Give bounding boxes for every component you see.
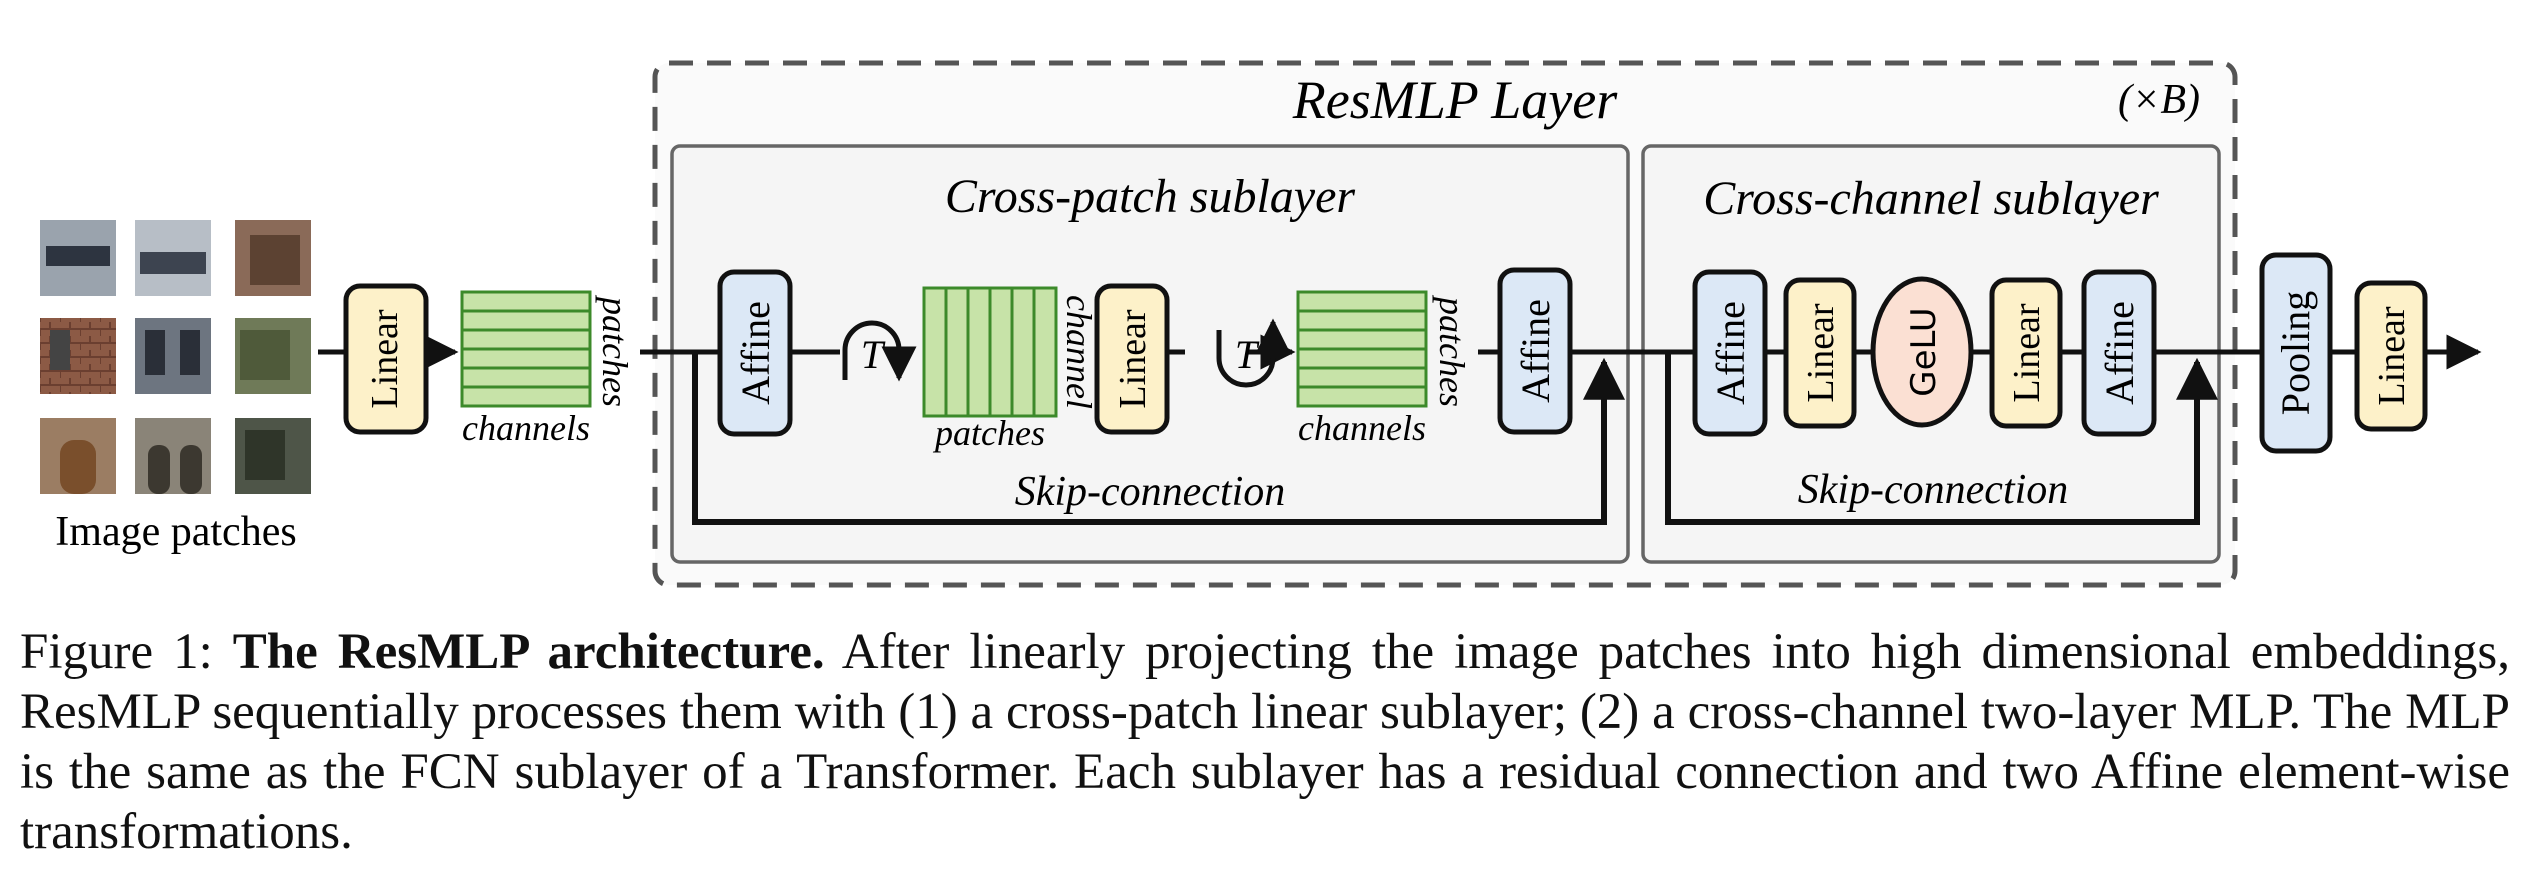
transpose-arrow-1 bbox=[842, 320, 917, 382]
axis-label-patches-2: patches bbox=[932, 413, 1045, 453]
layer-repeat-label: (×B) bbox=[2118, 77, 2200, 123]
transpose-symbol-1: T bbox=[861, 332, 886, 377]
linear-label-mlp-2: Linear bbox=[2006, 303, 2048, 403]
affine-block-1 bbox=[717, 269, 793, 437]
affine-label-4: Affine bbox=[2097, 301, 2142, 405]
caption-title: The ResMLP architecture. bbox=[232, 624, 825, 680]
skip-connection-cross-channel bbox=[1665, 352, 2218, 525]
axis-label-patches-1: patches bbox=[595, 294, 635, 407]
cross-patch-title: Cross-patch sublayer bbox=[945, 170, 1356, 223]
figure-caption: Figure 1: The ResMLP architecture. After… bbox=[20, 622, 2510, 862]
resmlp-layer-title: ResMLP Layer bbox=[1292, 70, 1618, 130]
linear-block-output bbox=[2354, 280, 2428, 432]
linear-block-cross-patch bbox=[1094, 283, 1170, 435]
axis-label-patches-3: patches bbox=[1432, 294, 1472, 407]
caption-body: After linearly projecting the image patc… bbox=[20, 624, 2510, 860]
pooling-block bbox=[2259, 252, 2333, 454]
cross-channel-title: Cross-channel sublayer bbox=[1703, 172, 2159, 225]
caption-prefix: Figure 1: bbox=[20, 624, 233, 680]
affine-label-2: Affine bbox=[1513, 299, 1558, 403]
image-patches-label: Image patches bbox=[55, 509, 296, 555]
affine-label-3: Affine bbox=[1708, 301, 1753, 405]
skip-connection-cross-patch bbox=[692, 352, 1625, 525]
linear-block-input bbox=[343, 283, 429, 435]
gelu-label: GeLU bbox=[1904, 307, 1944, 396]
axis-label-channel-2: channel bbox=[1059, 295, 1099, 409]
pooling-label: Pooling bbox=[2273, 291, 2318, 415]
linear-label-input: Linear bbox=[364, 309, 406, 409]
image-patches bbox=[40, 220, 311, 494]
transpose-symbol-2: T bbox=[1235, 332, 1260, 377]
axis-label-channels-1: channels bbox=[462, 408, 590, 448]
linear-label-output: Linear bbox=[2371, 306, 2413, 406]
resmlp-diagram: ResMLP Layer (×B) Cross-patch sublayer C… bbox=[40, 60, 2482, 588]
skip-label-cross-channel: Skip-connection bbox=[1798, 467, 2069, 513]
affine-label-1: Affine bbox=[733, 301, 778, 405]
embedding-patches-by-channels-2 bbox=[1296, 290, 1428, 408]
affine-block-2 bbox=[1497, 267, 1573, 435]
skip-label-cross-patch: Skip-connection bbox=[1015, 469, 1286, 515]
embedding-patches-by-channels-1 bbox=[460, 290, 592, 408]
axis-label-channels-3: channels bbox=[1298, 408, 1426, 448]
linear-label-cross-patch: Linear bbox=[1112, 309, 1154, 409]
transpose-arrow-2 bbox=[1216, 318, 1291, 388]
embedding-channels-by-patches bbox=[922, 286, 1058, 418]
linear-label-mlp-1: Linear bbox=[1800, 303, 1842, 403]
